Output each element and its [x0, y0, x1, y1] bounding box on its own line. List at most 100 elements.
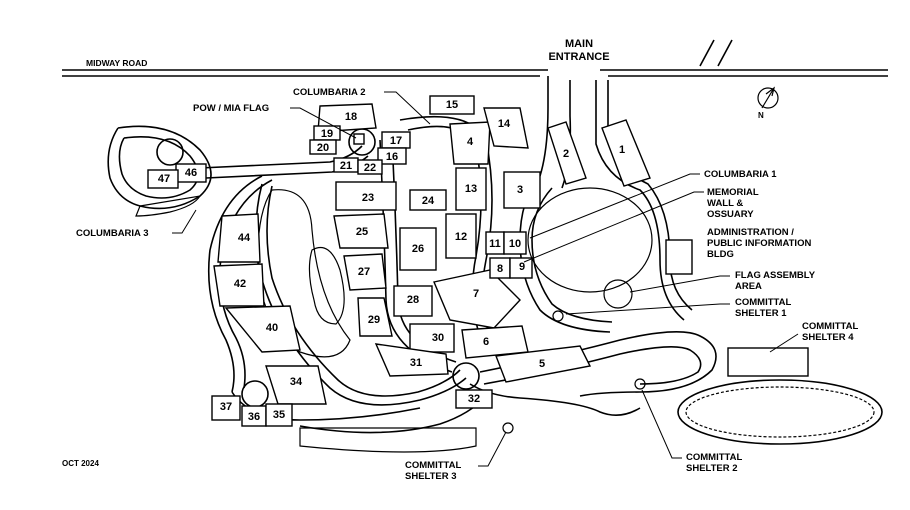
admin-building [665, 239, 693, 275]
section-42[interactable] [213, 263, 265, 307]
section-label-15: 15 [446, 99, 458, 111]
road-label: MIDWAY ROAD [86, 58, 147, 68]
callout-admin-line3: BLDG [707, 249, 734, 260]
section-label-22: 22 [364, 162, 376, 174]
section-9[interactable] [509, 257, 533, 279]
field-inner [308, 246, 345, 325]
section-label-8: 8 [497, 263, 503, 275]
callout-columbaria-2: COLUMBARIA 2 [293, 87, 365, 98]
section-26[interactable] [399, 227, 437, 271]
pow-mia-flag-icon [353, 133, 365, 145]
section-labels: 1 2 3 4 5 6 7 8 9 10 11 12 13 14 15 16 1… [158, 99, 625, 423]
section-label-20: 20 [317, 142, 329, 154]
callout-shelter2-line2: SHELTER 2 [686, 463, 738, 474]
section-label-29: 29 [368, 314, 380, 326]
section-label-24: 24 [422, 195, 435, 207]
section-label-7: 7 [473, 288, 479, 300]
section-32[interactable] [455, 389, 493, 409]
columbaria-3-area [135, 195, 202, 217]
north-arrow-icon [757, 86, 779, 109]
admin-circle [527, 187, 653, 293]
section-25[interactable] [333, 213, 389, 249]
callout-shelter3-line1: COMMITTAL [405, 460, 461, 471]
main-entrance-drive [539, 76, 693, 321]
section-label-26: 26 [412, 243, 424, 255]
field-south [299, 427, 477, 453]
section-label-6: 6 [483, 336, 489, 348]
shelter-1-icon [552, 310, 564, 322]
section-label-19: 19 [321, 128, 333, 140]
section-12[interactable] [445, 213, 477, 259]
map-date: OCT 2024 [62, 459, 99, 468]
main-entrance-line1: MAIN [565, 38, 593, 50]
section-3[interactable] [503, 171, 541, 209]
section-label-36: 36 [248, 411, 260, 423]
callout-shelter1-line2: SHELTER 1 [735, 308, 787, 319]
section-1[interactable] [601, 119, 651, 187]
section-40[interactable] [224, 305, 301, 353]
section-13[interactable] [455, 167, 487, 211]
section-35[interactable] [265, 403, 293, 427]
section-47[interactable] [147, 169, 179, 189]
section-7[interactable] [433, 269, 521, 329]
section-14[interactable] [483, 107, 529, 149]
section-label-12: 12 [455, 231, 467, 243]
section-20[interactable] [309, 139, 337, 155]
callout-shelter2-line1: COMMITTAL [686, 452, 742, 463]
section-label-2: 2 [563, 148, 569, 160]
section-label-25: 25 [356, 226, 368, 238]
committal-shelter-4 [727, 347, 809, 377]
section-24[interactable] [409, 189, 447, 211]
section-label-34: 34 [290, 376, 303, 388]
section-34[interactable] [265, 365, 327, 405]
section-10[interactable] [503, 231, 527, 255]
section-44[interactable] [217, 213, 261, 263]
section-23[interactable] [335, 181, 397, 211]
section-5[interactable] [495, 345, 592, 383]
section-30[interactable] [409, 323, 455, 353]
section-label-47: 47 [158, 173, 170, 185]
section-2[interactable] [547, 121, 587, 185]
section-29[interactable] [357, 297, 393, 337]
section-label-23: 23 [362, 192, 374, 204]
section-label-10: 10 [509, 238, 521, 250]
section-label-28: 28 [407, 294, 419, 306]
section-28[interactable] [393, 285, 433, 317]
section-label-44: 44 [238, 232, 251, 244]
section-4[interactable] [449, 121, 491, 165]
section-label-11: 11 [489, 238, 501, 250]
callout-memorial-line2: WALL & [707, 198, 743, 209]
section-label-27: 27 [358, 266, 370, 278]
callouts: COLUMBARIA 2 POW / MIA FLAG COLUMBARIA 1… [76, 87, 858, 482]
section-label-17: 17 [390, 135, 402, 147]
section-22[interactable] [357, 159, 383, 175]
section-label-9: 9 [519, 261, 525, 273]
section-27[interactable] [343, 253, 387, 291]
callout-shelter4-line2: SHELTER 4 [802, 332, 854, 343]
main-entrance-line2: ENTRANCE [548, 51, 609, 63]
callout-shelter4-line1: COMMITTAL [802, 321, 858, 332]
oval-track [677, 379, 883, 445]
north-label: N [758, 111, 764, 120]
section-label-30: 30 [432, 332, 444, 344]
callout-shelter1-line1: COMMITTAL [735, 297, 791, 308]
callout-shelter3-line2: SHELTER 3 [405, 471, 457, 482]
section-16[interactable] [377, 147, 407, 165]
section-37[interactable] [211, 395, 241, 421]
callout-flag-line1: FLAG ASSEMBLY [735, 270, 816, 281]
callout-memorial-line3: OSSUARY [707, 209, 754, 220]
section-31[interactable] [374, 343, 449, 377]
section-label-40: 40 [266, 322, 278, 334]
callout-admin-line1: ADMINISTRATION / [707, 227, 794, 238]
section-15[interactable] [429, 95, 475, 115]
section-label-42: 42 [234, 278, 246, 290]
sections [147, 95, 651, 427]
section-label-18: 18 [345, 111, 357, 123]
section-label-3: 3 [517, 184, 523, 196]
section-label-32: 32 [468, 393, 480, 405]
callout-admin-line2: PUBLIC INFORMATION [707, 238, 811, 249]
section-label-1: 1 [619, 144, 625, 156]
callout-pow-mia-flag: POW / MIA FLAG [193, 103, 269, 114]
midway-road [62, 39, 888, 77]
